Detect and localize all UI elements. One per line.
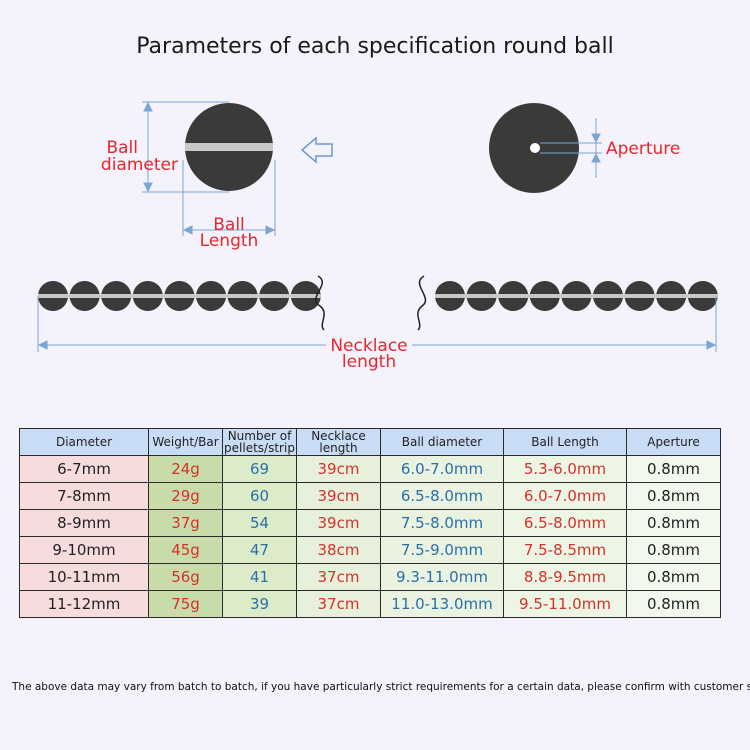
disclaimer-note: The above data may vary from batch to ba…: [12, 681, 750, 693]
ball-diameter-label-2: diameter: [101, 155, 178, 175]
cell-diameter: 11-12mm: [19, 590, 149, 618]
front-view-ball: [489, 103, 579, 193]
cell-necklace-length: 39cm: [296, 509, 381, 537]
cell-ball-length: 7.5-8.5mm: [503, 536, 627, 564]
cell-pellets: 41: [222, 563, 297, 591]
cell-aperture: 0.8mm: [626, 455, 721, 483]
aperture-dimension: [540, 118, 602, 178]
ball-diameter-dimension: [142, 101, 229, 193]
cell-aperture: 0.8mm: [626, 590, 721, 618]
cell-ball-diameter: 6.5-8.0mm: [380, 482, 504, 510]
cell-weight: 45g: [148, 536, 223, 564]
cell-pellets: 54: [222, 509, 297, 537]
necklace-strand-left: [38, 281, 321, 311]
cell-weight: 24g: [148, 455, 223, 483]
cell-necklace-length: 37cm: [296, 563, 381, 591]
cell-aperture: 0.8mm: [626, 536, 721, 564]
cell-necklace-length: 37cm: [296, 590, 381, 618]
cell-diameter: 7-8mm: [19, 482, 149, 510]
cell-weight: 75g: [148, 590, 223, 618]
cell-diameter: 8-9mm: [19, 509, 149, 537]
header-ball-diameter: Ball diameter: [380, 428, 504, 456]
aperture-label: Aperture: [606, 139, 680, 159]
cell-ball-length: 6.0-7.0mm: [503, 482, 627, 510]
cell-ball-diameter: 11.0-13.0mm: [380, 590, 504, 618]
header-ball-length: Ball Length: [503, 428, 627, 456]
cell-ball-length: 8.8-9.5mm: [503, 563, 627, 591]
cell-pellets: 47: [222, 536, 297, 564]
cell-ball-diameter: 7.5-9.0mm: [380, 536, 504, 564]
necklace-length-label-2: length: [342, 352, 396, 372]
cell-diameter: 6-7mm: [19, 455, 149, 483]
cell-ball-length: 5.3-6.0mm: [503, 455, 627, 483]
cell-pellets: 69: [222, 455, 297, 483]
page-title: Parameters of each specification round b…: [136, 34, 614, 59]
cell-diameter: 10-11mm: [19, 563, 149, 591]
cell-pellets: 60: [222, 482, 297, 510]
ball-length-label-1: Ball: [213, 215, 245, 235]
ball-length-dimension: [182, 160, 276, 236]
cell-ball-diameter: 6.0-7.0mm: [380, 455, 504, 483]
ball-diagram: Ball diameter Ball Length Aperture: [37, 101, 718, 372]
cell-ball-diameter: 7.5-8.0mm: [380, 509, 504, 537]
cell-weight: 37g: [148, 509, 223, 537]
necklace-thread: [38, 294, 321, 298]
cell-necklace-length: 39cm: [296, 455, 381, 483]
arrow-left-icon: [300, 136, 333, 164]
cell-diameter: 9-10mm: [19, 536, 149, 564]
necklace-strand-right: [435, 281, 718, 311]
header-diameter: Diameter: [19, 428, 149, 456]
cell-ball-diameter: 9.3-11.0mm: [380, 563, 504, 591]
cell-aperture: 0.8mm: [626, 509, 721, 537]
cell-weight: 29g: [148, 482, 223, 510]
header-aperture: Aperture: [626, 428, 721, 456]
cell-weight: 56g: [148, 563, 223, 591]
side-view-ball: [185, 103, 273, 191]
cell-aperture: 0.8mm: [626, 482, 721, 510]
ball-diameter-label-1: Ball: [106, 138, 138, 158]
header-weight: Weight/Bar: [148, 428, 223, 456]
cell-necklace-length: 38cm: [296, 536, 381, 564]
necklace-length-dimension: [37, 296, 717, 352]
cell-ball-length: 6.5-8.0mm: [503, 509, 627, 537]
necklace-thread: [435, 294, 718, 298]
ball-length-label-2: Length: [200, 231, 259, 251]
necklace-length-label-1: Necklace: [330, 336, 407, 356]
break-mark-left: [315, 275, 325, 331]
cell-aperture: 0.8mm: [626, 563, 721, 591]
cell-ball-length: 9.5-11.0mm: [503, 590, 627, 618]
break-mark-right: [417, 275, 427, 331]
cell-pellets: 39: [222, 590, 297, 618]
cell-necklace-length: 39cm: [296, 482, 381, 510]
